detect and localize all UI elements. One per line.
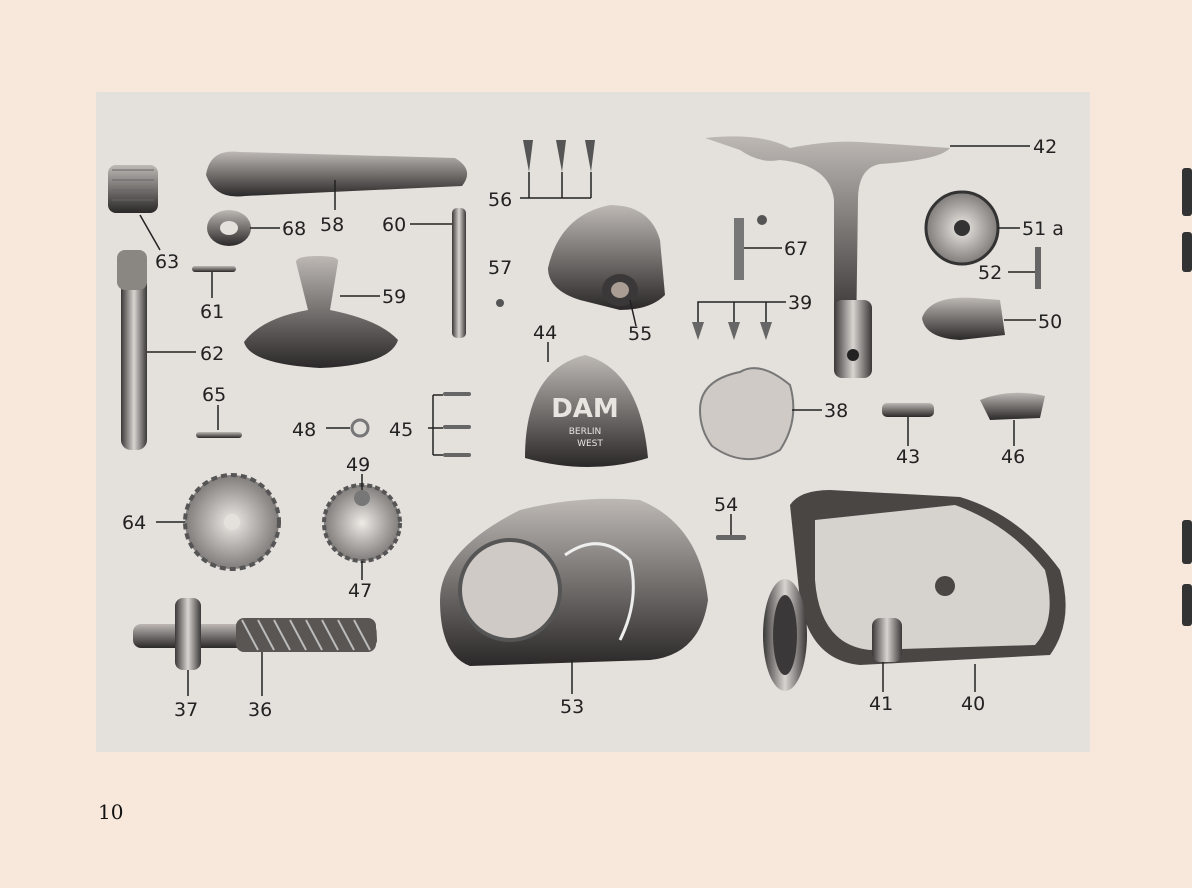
leader-lines [139,145,1036,696]
label-39: 39 [788,292,812,314]
label-51a: 51 a [1022,218,1064,240]
part-57-small-screw [496,299,504,307]
part-58-crank-arm [206,151,468,197]
label-43: 43 [896,446,920,468]
part-45-screws [443,392,471,457]
label-44: 44 [533,322,557,344]
label-55: 55 [628,323,652,345]
label-60: 60 [382,214,406,236]
part-47-gear [322,483,402,563]
part-55-bearing-housing [548,205,665,310]
label-45: 45 [389,419,413,441]
part-60-long-screw [452,208,466,338]
label-65: 65 [202,384,226,406]
part-61-pin [192,266,236,272]
label-46: 46 [1001,446,1025,468]
label-57: 57 [488,257,512,279]
label-38: 38 [824,400,848,422]
part-52-screw [1035,247,1041,289]
part-53-side-plate [440,498,708,666]
binding-hole [1182,168,1192,216]
part-39-screws [692,322,772,340]
part-48-ring [350,418,370,438]
part-67-spring-pin [734,215,767,280]
label-36: 36 [248,699,272,721]
label-67: 67 [784,238,808,260]
part-46-pad [980,392,1045,420]
label-52: 52 [978,262,1002,284]
label-58: 58 [320,214,344,236]
part-43-bushing [882,403,934,417]
part-64-gear [183,473,281,571]
label-63: 63 [155,251,179,273]
label-68: 68 [282,218,306,240]
part-50-click-mechanism [922,297,1005,340]
part-51a-dial [924,190,1000,266]
part-38-gasket [698,367,795,461]
label-64: 64 [122,512,146,534]
part-68-washer [207,210,251,246]
dam-logo-west: WEST [577,439,603,449]
label-48: 48 [292,419,316,441]
label-62: 62 [200,343,224,365]
part-labels: 63 68 58 60 56 57 61 59 62 65 48 45 44 5… [122,136,1064,721]
label-40: 40 [961,693,985,715]
part-54-screw [716,535,746,540]
label-41: 41 [869,693,893,715]
label-53: 53 [560,696,584,718]
label-56: 56 [488,189,512,211]
label-37: 37 [174,699,198,721]
dam-logo: DAM [551,394,619,424]
part-62-handle-rod [117,250,147,450]
label-54: 54 [714,494,738,516]
binding-hole [1182,520,1192,564]
part-42-t-bail-arm [705,136,950,378]
label-42: 42 [1033,136,1057,158]
part-40-41-reel-body [763,490,1066,691]
part-59-handle-knob [244,256,398,368]
label-61: 61 [200,301,224,323]
label-47: 47 [348,580,372,602]
part-65-pin [196,432,242,438]
label-49: 49 [346,454,370,476]
part-56-screws [523,140,595,172]
part-36-37-worm-shaft [133,598,377,670]
part-44-dam-cover: DAM BERLIN WEST [525,355,648,467]
dam-logo-berlin: BERLIN [569,427,602,437]
binding-hole [1182,232,1192,272]
binding-hole [1182,584,1192,626]
label-50: 50 [1038,311,1062,333]
page-number: 10 [98,800,124,824]
part-63-knob [108,165,158,213]
label-59: 59 [382,286,406,308]
